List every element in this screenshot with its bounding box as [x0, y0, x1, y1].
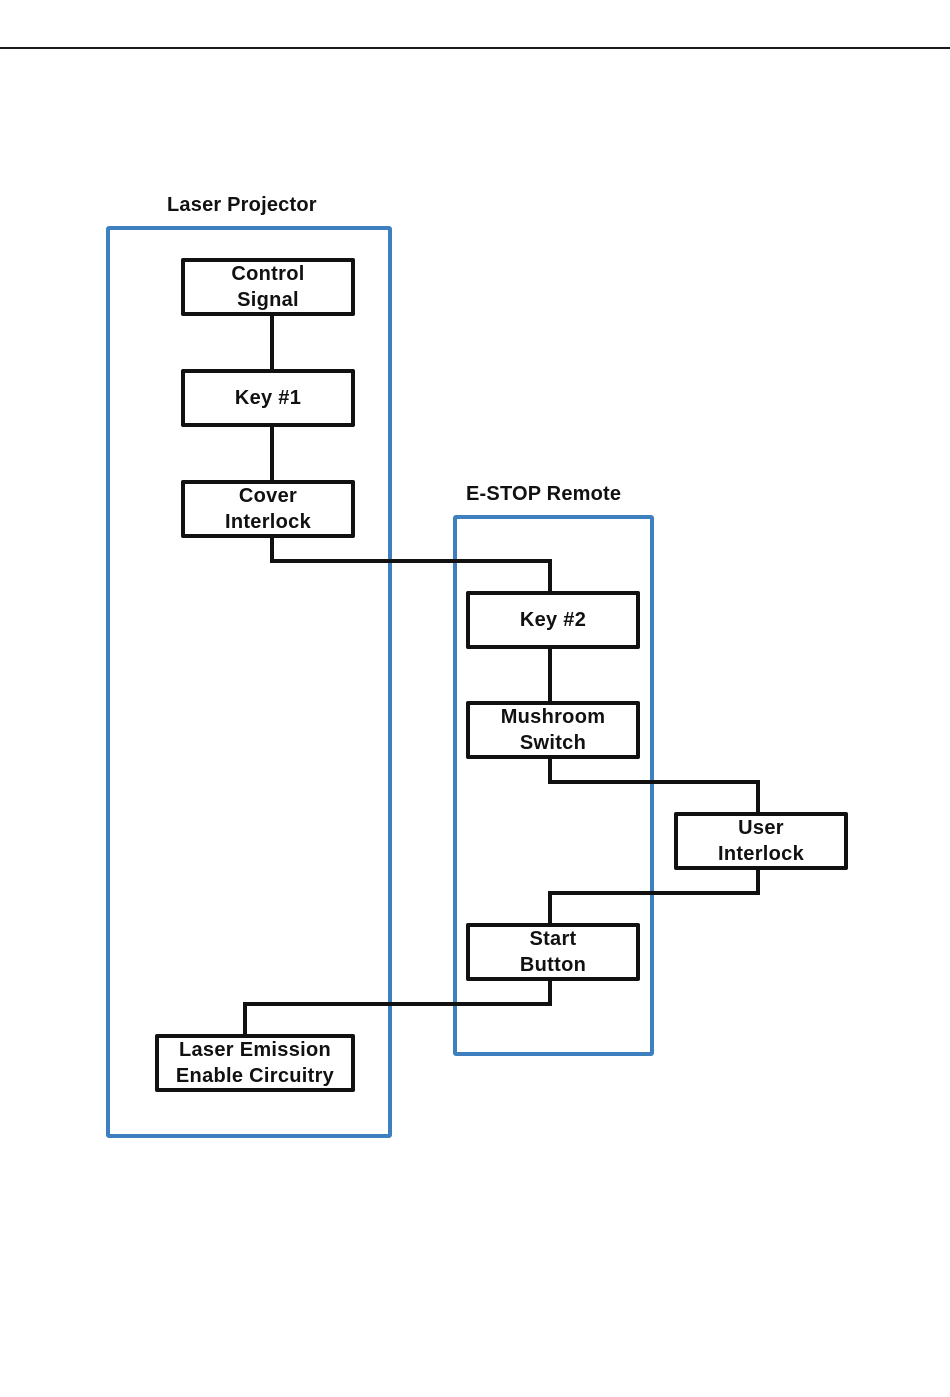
cover-interlock-box: Cover Interlock: [181, 480, 355, 538]
start-button-line1: Start: [529, 926, 576, 952]
mushroom-switch-line1: Mushroom: [501, 704, 606, 730]
user-interlock-box: User Interlock: [674, 812, 848, 870]
key1-label: Key #1: [235, 385, 301, 411]
user-interlock-line1: User: [738, 815, 784, 841]
start-button-line2: Button: [520, 952, 586, 978]
key1-box: Key #1: [181, 369, 355, 427]
control-signal-line1: Control: [231, 261, 304, 287]
key2-label: Key #2: [520, 607, 586, 633]
wire-cover-to-key2: [272, 536, 550, 593]
cover-interlock-line2: Interlock: [225, 509, 311, 535]
laser-emission-line2: Enable Circuitry: [176, 1063, 334, 1089]
wire-user-to-start: [550, 868, 758, 925]
control-signal-line2: Signal: [237, 287, 299, 313]
cover-interlock-line1: Cover: [239, 483, 297, 509]
laser-emission-line1: Laser Emission: [179, 1037, 331, 1063]
key2-box: Key #2: [466, 591, 640, 649]
laser-emission-box: Laser Emission Enable Circuitry: [155, 1034, 355, 1092]
mushroom-switch-box: Mushroom Switch: [466, 701, 640, 759]
wire-start-to-emission: [245, 979, 550, 1036]
mushroom-switch-line2: Switch: [520, 730, 586, 756]
start-button-box: Start Button: [466, 923, 640, 981]
control-signal-box: Control Signal: [181, 258, 355, 316]
wire-mushroom-to-user: [550, 757, 758, 815]
user-interlock-line2: Interlock: [718, 841, 804, 867]
